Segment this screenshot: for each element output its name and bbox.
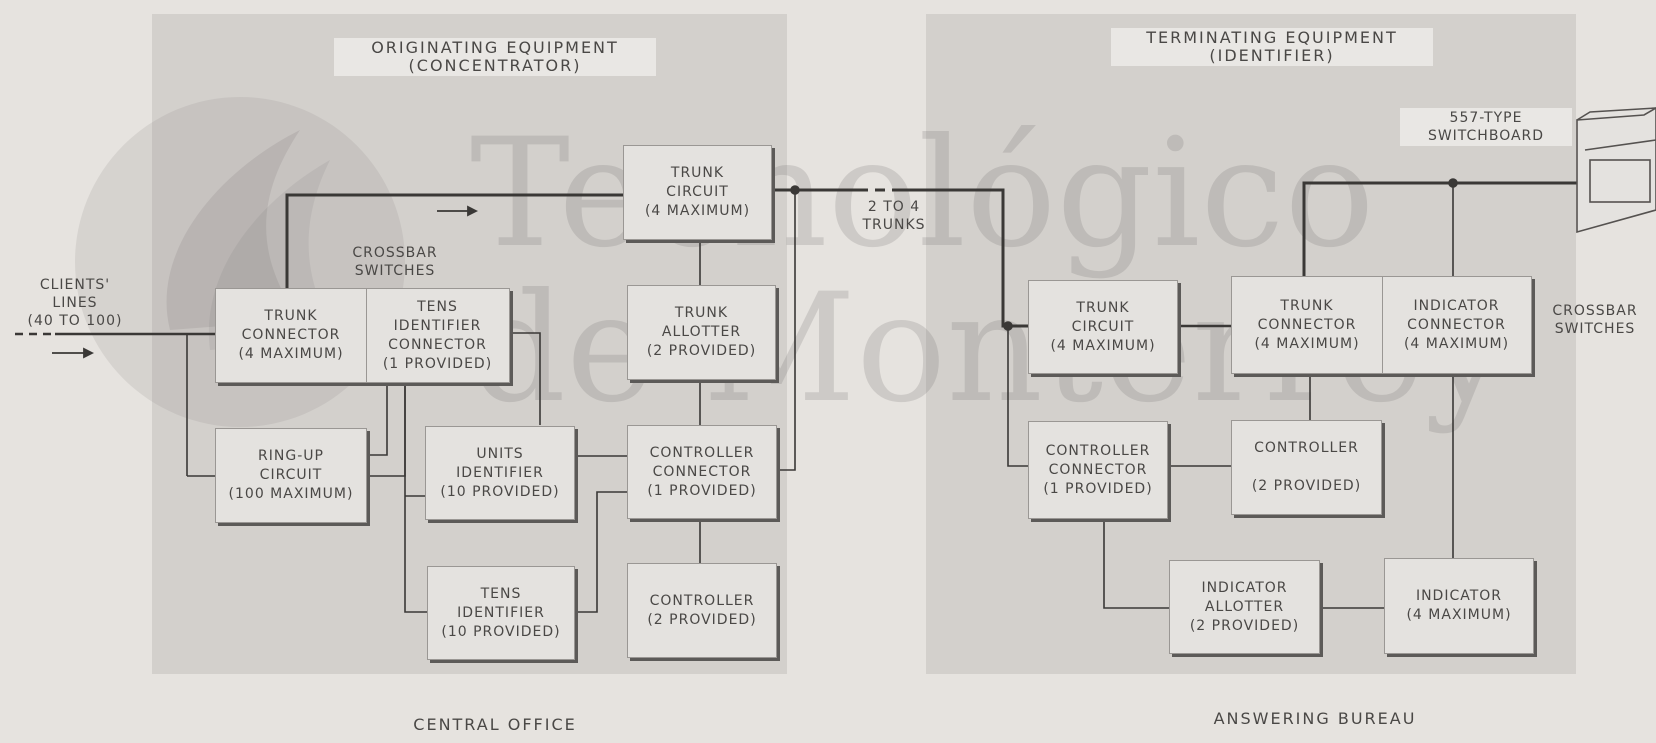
trunk-indicator-connector-switch: TRUNK CONNECTOR (4 MAXIMUM) INDICATOR CO… xyxy=(1231,276,1532,374)
crossbar-switches-label-right: CROSSBAR SWITCHES xyxy=(1535,302,1655,338)
originating-equipment-title: ORIGINATING EQUIPMENT (CONCENTRATOR) xyxy=(334,38,656,76)
tens-identifier-connector-box: TENS IDENTIFIER CONNECTOR (1 PROVIDED) xyxy=(366,289,509,382)
trunk-circuit-box-left: TRUNK CIRCUIT (4 MAXIMUM) xyxy=(623,145,772,240)
trunk-tens-connector-switch: TRUNK CONNECTOR (4 MAXIMUM) TENS IDENTIF… xyxy=(215,288,510,383)
indicator-connector-box: INDICATOR CONNECTOR (4 MAXIMUM) xyxy=(1382,277,1531,373)
crossbar-switches-label-left: CROSSBAR SWITCHES xyxy=(330,244,460,280)
ring-up-circuit-box: RING-UP CIRCUIT (100 MAXIMUM) xyxy=(215,428,367,523)
controller-connector-box-right: CONTROLLER CONNECTOR (1 PROVIDED) xyxy=(1028,421,1168,519)
trunk-connector-box-right: TRUNK CONNECTOR (4 MAXIMUM) xyxy=(1232,277,1382,373)
units-identifier-box: UNITS IDENTIFIER (10 PROVIDED) xyxy=(425,426,575,520)
trunk-connector-box-left: TRUNK CONNECTOR (4 MAXIMUM) xyxy=(216,289,366,382)
switchboard-icon xyxy=(1577,108,1656,232)
controller-box-right: CONTROLLER (2 PROVIDED) xyxy=(1231,420,1382,515)
switchboard-label: 557-TYPE SWITCHBOARD xyxy=(1400,108,1572,146)
trunk-circuit-box-right: TRUNK CIRCUIT (4 MAXIMUM) xyxy=(1028,280,1178,374)
central-office-label: CENTRAL OFFICE xyxy=(360,716,630,734)
trunks-label: 2 TO 4 TRUNKS xyxy=(844,198,944,234)
answering-bureau-label: ANSWERING BUREAU xyxy=(1180,710,1450,728)
trunk-allotter-box: TRUNK ALLOTTER (2 PROVIDED) xyxy=(627,285,776,380)
indicator-allotter-box: INDICATOR ALLOTTER (2 PROVIDED) xyxy=(1169,560,1320,654)
clients-lines-label: CLIENTS' LINES (40 TO 100) xyxy=(0,276,150,330)
controller-box-left: CONTROLLER (2 PROVIDED) xyxy=(627,563,777,658)
indicator-box: INDICATOR (4 MAXIMUM) xyxy=(1384,558,1534,654)
controller-connector-box-left: CONTROLLER CONNECTOR (1 PROVIDED) xyxy=(627,425,777,519)
tens-identifier-box: TENS IDENTIFIER (10 PROVIDED) xyxy=(427,566,575,660)
terminating-equipment-title: TERMINATING EQUIPMENT (IDENTIFIER) xyxy=(1111,28,1433,66)
